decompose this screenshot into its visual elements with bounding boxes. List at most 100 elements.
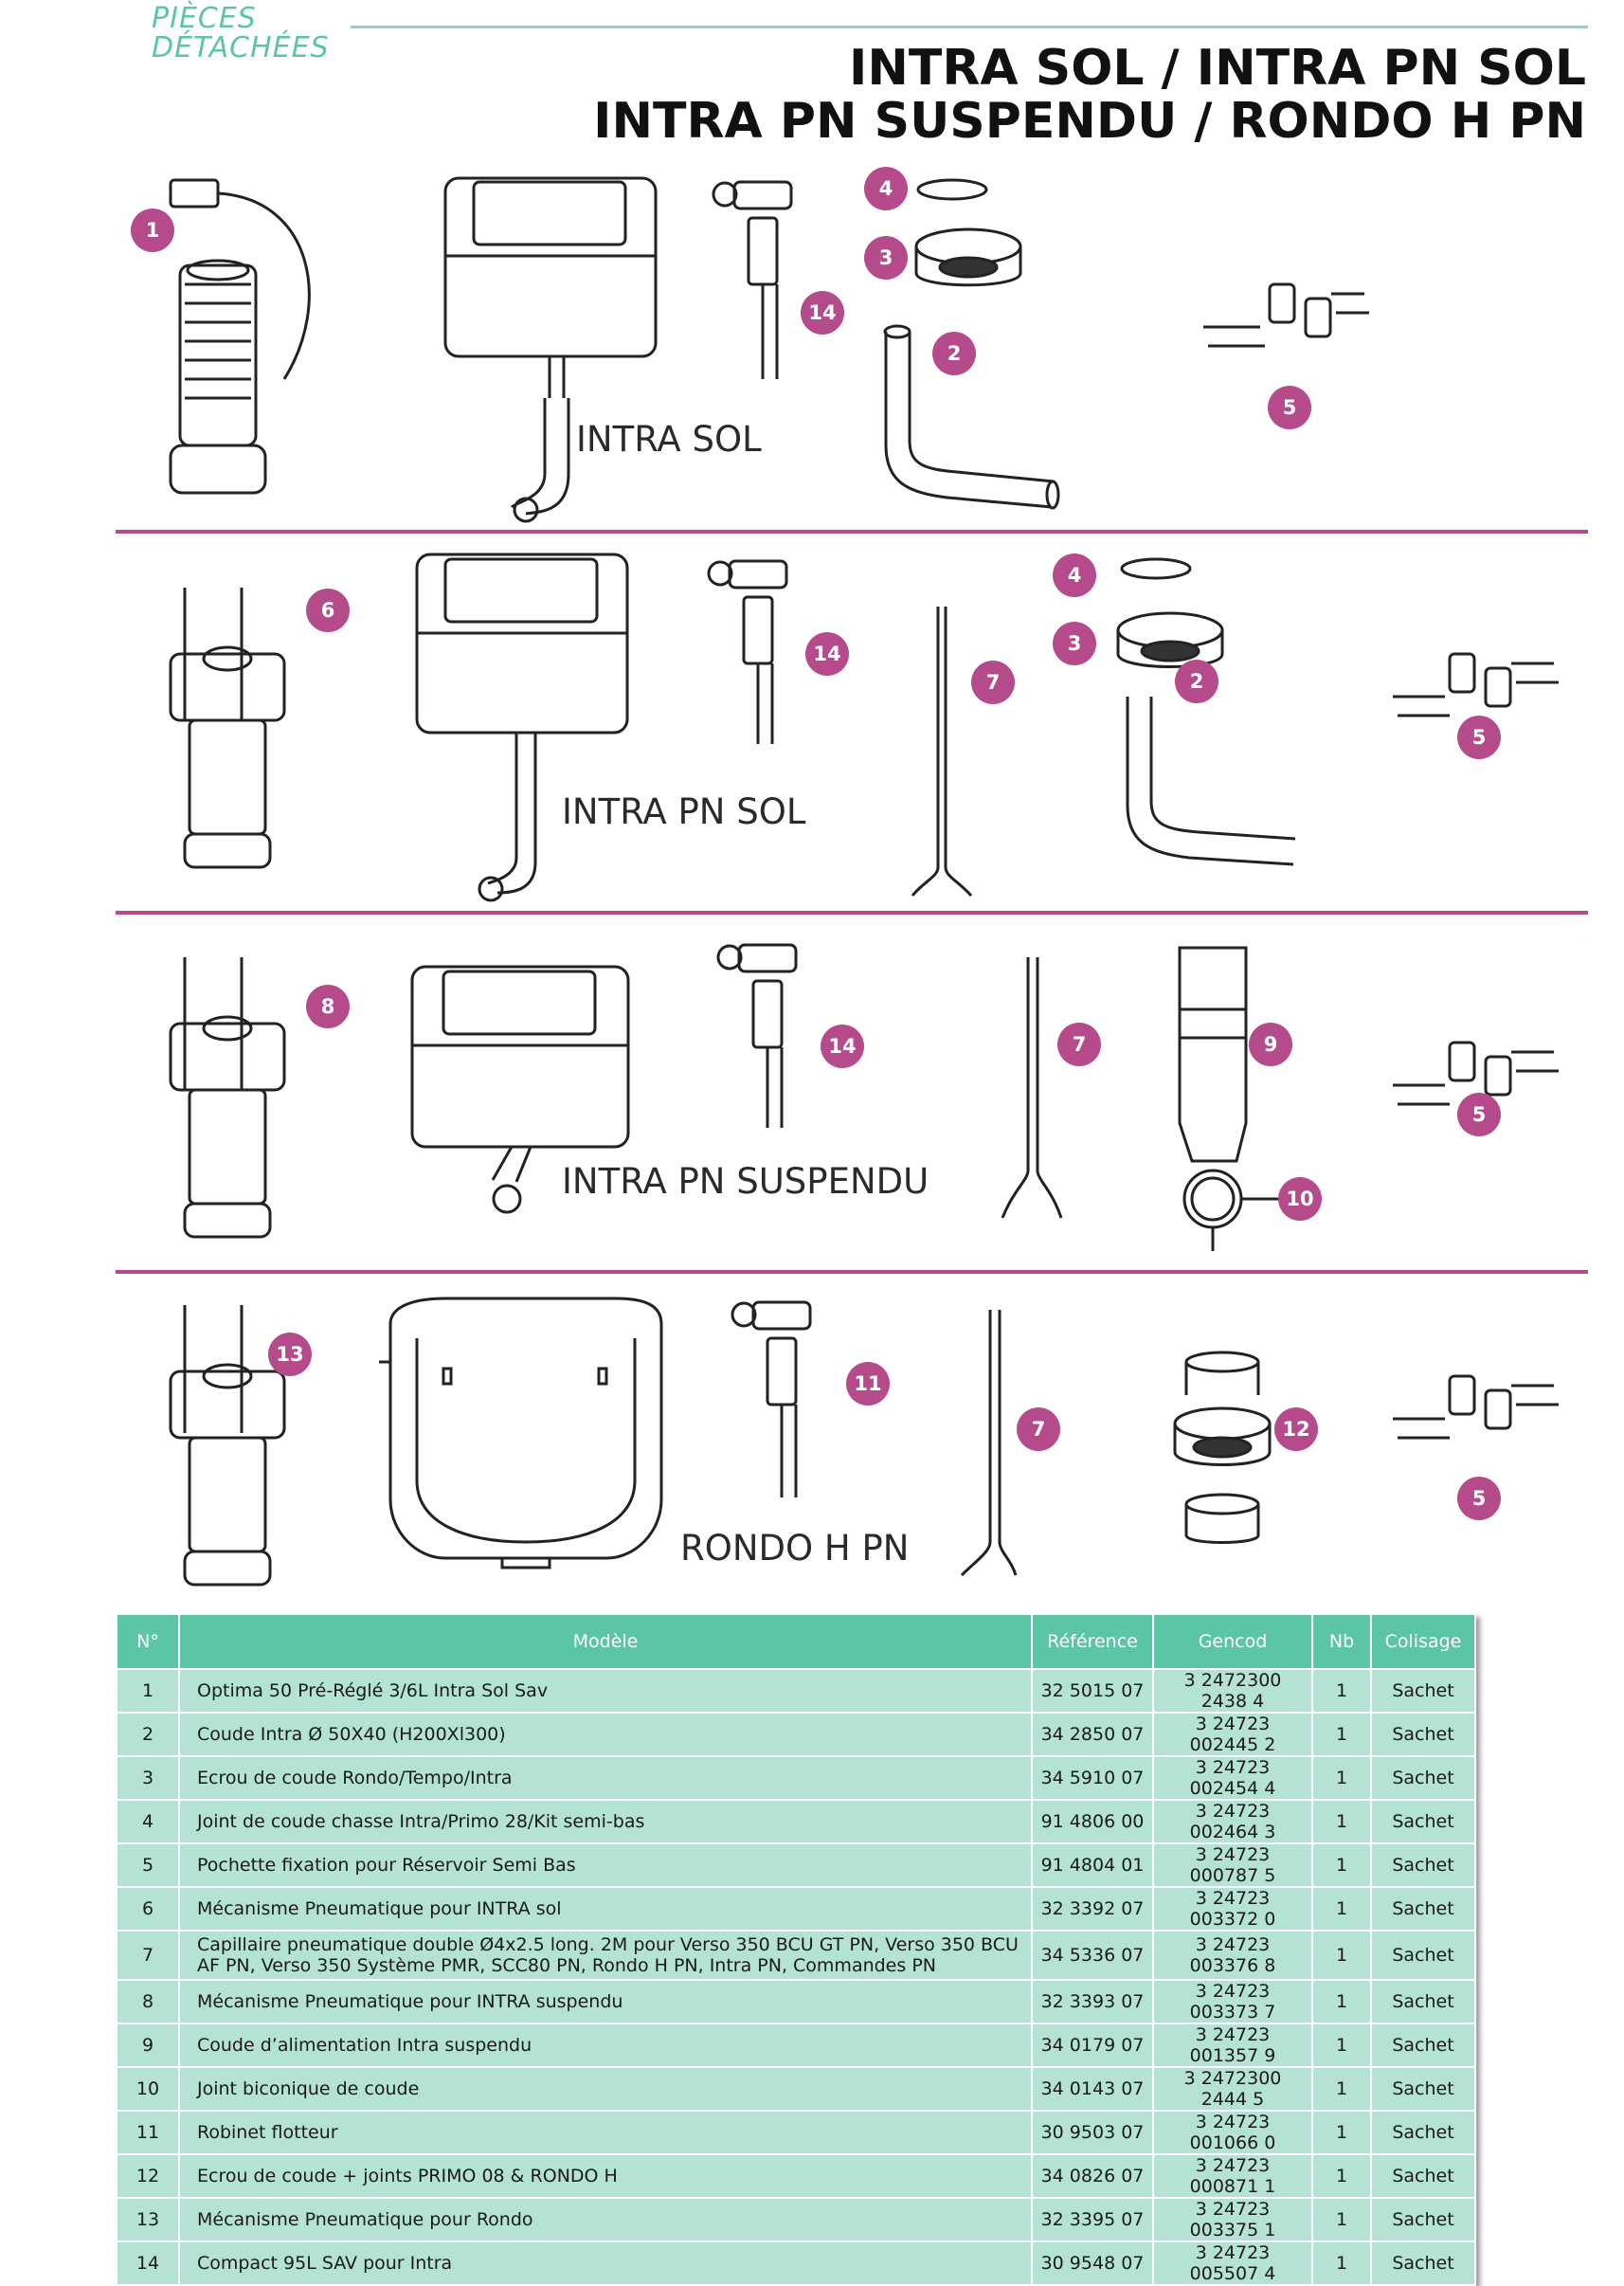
badge-2: 2 — [932, 332, 976, 375]
cell-reference: 91 4806 00 — [1031, 1799, 1154, 1844]
cell-reference: 34 0143 07 — [1031, 2066, 1154, 2112]
cell-colisage: Sachet — [1370, 1755, 1476, 1801]
cell-colisage: Sachet — [1370, 2066, 1476, 2112]
cell-gencod: 3 24723 003372 0 — [1152, 1886, 1313, 1932]
section-1-drawings — [169, 176, 1369, 523]
cell-colisage: Sachet — [1370, 1886, 1476, 1932]
cell-gencod: 3 2472300 2444 5 — [1152, 2066, 1313, 2112]
cell-reference: 34 5910 07 — [1031, 1755, 1154, 1801]
badge-11: 11 — [846, 1362, 890, 1406]
badge-14: 14 — [801, 291, 844, 335]
cell-model: Joint de coude chasse Intra/Primo 28/Kit… — [178, 1799, 1033, 1844]
cell-nb: 1 — [1311, 1842, 1372, 1888]
cell-gencod: 3 2472300 2438 4 — [1152, 1668, 1313, 1714]
cell-number: 12 — [116, 2153, 180, 2199]
cell-colisage: Sachet — [1370, 2153, 1476, 2199]
badge-9: 9 — [1249, 1023, 1292, 1066]
badge-1: 1 — [131, 209, 174, 252]
cell-reference: 30 9503 07 — [1031, 2110, 1154, 2155]
cistern-drawing — [415, 553, 629, 902]
joint-drawing — [916, 178, 988, 201]
title-line-1: INTRA SOL / INTRA PN SOL — [849, 40, 1586, 97]
cell-reference: 32 3395 07 — [1031, 2197, 1154, 2242]
brand-line-1: PIÈCES — [152, 2, 257, 35]
section-2-drawings — [169, 553, 1559, 902]
fixation-kit-drawing — [1393, 1374, 1559, 1440]
nut-drawing — [914, 227, 1022, 287]
cell-reference: 34 0826 07 — [1031, 2153, 1154, 2199]
cistern-drawing — [379, 1297, 663, 1569]
badge-8: 8 — [306, 985, 350, 1028]
cell-reference: 32 5015 07 — [1031, 1668, 1154, 1714]
nut-and-joints-drawing — [1173, 1351, 1272, 1544]
cell-number: 4 — [116, 1799, 180, 1844]
cell-nb: 1 — [1311, 1712, 1372, 1757]
header-reference: Référence — [1031, 1613, 1154, 1670]
cell-number: 5 — [116, 1842, 180, 1888]
cell-model: Coude d’alimentation Intra suspendu — [178, 2023, 1033, 2068]
cell-colisage: Sachet — [1370, 2197, 1476, 2242]
cell-reference: 32 3392 07 — [1031, 1886, 1154, 1932]
cell-nb: 1 — [1311, 2153, 1372, 2199]
cell-colisage: Sachet — [1370, 2023, 1476, 2068]
cell-colisage: Sachet — [1370, 1842, 1476, 1888]
section-divider — [116, 530, 1588, 534]
page-title: INTRA SOL / INTRA PN SOL INTRA PN SUSPEN… — [593, 42, 1586, 148]
cell-nb: 1 — [1311, 1886, 1372, 1932]
badge-7: 7 — [1017, 1407, 1060, 1451]
fixation-kit-drawing — [1393, 652, 1559, 717]
badge-3: 3 — [864, 236, 908, 280]
float-valve-drawing — [712, 180, 793, 379]
cell-colisage: Sachet — [1370, 1979, 1476, 2024]
section-intra-sol: 1 4 3 14 2 5 INTRA SOL — [0, 161, 1624, 531]
pneumatic-mechanism-drawing — [169, 957, 286, 1239]
cell-gencod: 3 24723 003373 7 — [1152, 1979, 1313, 2024]
capillary-drawing — [911, 607, 973, 897]
elbow-pipe-drawing — [884, 332, 1055, 509]
header-colisage: Colisage — [1370, 1613, 1476, 1670]
cell-gencod: 3 24723 005507 4 — [1152, 2241, 1313, 2286]
section-label: INTRA SOL — [576, 419, 762, 460]
badge-5: 5 — [1457, 716, 1501, 759]
cell-nb: 1 — [1311, 1979, 1372, 2024]
cell-number: 2 — [116, 1712, 180, 1757]
parts-table: N° Modèle Référence Gencod Nb Colisage 1… — [116, 1613, 1476, 2286]
cell-colisage: Sachet — [1370, 1930, 1476, 1981]
cell-model: Compact 95L SAV pour Intra — [178, 2241, 1033, 2286]
badge-7: 7 — [971, 661, 1015, 704]
cell-reference: 34 5336 07 — [1031, 1930, 1154, 1981]
cell-number: 3 — [116, 1755, 180, 1801]
cell-colisage: Sachet — [1370, 2241, 1476, 2286]
pneumatic-mechanism-drawing — [169, 1305, 286, 1587]
cell-model: Ecrou de coude + joints PRIMO 08 & RONDO… — [178, 2153, 1033, 2199]
cell-number: 7 — [116, 1930, 180, 1981]
section-rondo-h-pn: 13 11 7 12 5 RONDO H PN — [0, 1281, 1624, 1604]
badge-5: 5 — [1457, 1093, 1501, 1136]
cell-reference: 30 9548 07 — [1031, 2241, 1154, 2286]
cell-nb: 1 — [1311, 1799, 1372, 1844]
section-label: INTRA PN SUSPENDU — [562, 1161, 929, 1202]
cell-gencod: 3 24723 000787 5 — [1152, 1842, 1313, 1888]
header-rule — [351, 26, 1588, 28]
section-label: INTRA PN SOL — [562, 791, 806, 832]
cistern-drawing — [443, 176, 658, 523]
cell-nb: 1 — [1311, 2197, 1372, 2242]
cell-nb: 1 — [1311, 1668, 1372, 1714]
cell-model: Ecrou de coude Rondo/Tempo/Intra — [178, 1755, 1033, 1801]
cell-reference: 34 0179 07 — [1031, 2023, 1154, 2068]
badge-12: 12 — [1274, 1407, 1318, 1451]
badge-14: 14 — [805, 632, 849, 676]
cell-model: Robinet flotteur — [178, 2110, 1033, 2155]
badge-5: 5 — [1268, 386, 1311, 429]
cell-number: 1 — [116, 1668, 180, 1714]
section-label: RONDO H PN — [680, 1528, 910, 1569]
cell-model: Coude Intra Ø 50X40 (H200Xl300) — [178, 1712, 1033, 1757]
cell-number: 6 — [116, 1886, 180, 1932]
section-4-drawings — [169, 1297, 1559, 1587]
